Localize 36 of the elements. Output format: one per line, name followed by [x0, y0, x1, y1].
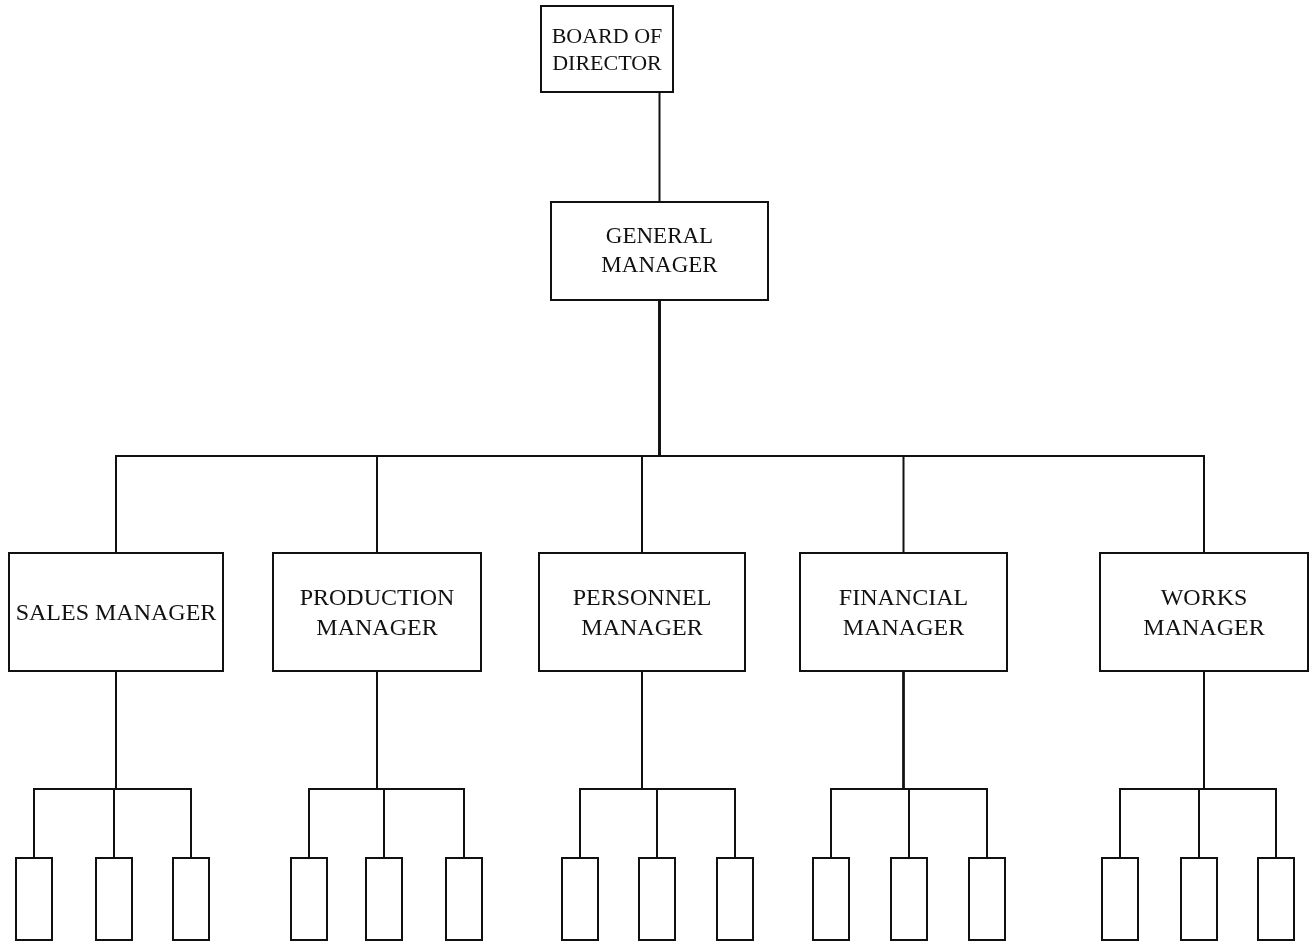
position-title: PRODUCTION MANAGER — [298, 583, 456, 642]
position-box — [540, 5, 674, 93]
position-title: FINANCIAL MANAGER — [837, 583, 970, 642]
empty-box — [445, 857, 483, 941]
position-title: GENERAL MANAGER — [600, 222, 719, 279]
position-box — [272, 552, 482, 672]
empty-box — [638, 857, 676, 941]
position-box — [1099, 552, 1309, 672]
connector-line — [658, 300, 1205, 553]
empty-box — [1180, 857, 1218, 941]
connector-line — [1203, 671, 1277, 858]
empty-box — [1257, 857, 1295, 941]
position-title: SALES MANAGER — [14, 598, 218, 627]
empty-box — [561, 857, 599, 941]
position-title: BOARD OF DIRECTOR — [550, 21, 664, 77]
empty-box — [15, 857, 53, 941]
position-title: PERSONNEL MANAGER — [571, 583, 713, 642]
position-box — [799, 552, 1008, 672]
connector-line — [115, 671, 192, 858]
empty-box — [1101, 857, 1139, 941]
connector-line — [658, 92, 661, 202]
position-box — [538, 552, 746, 672]
position-title: WORKS MANAGER — [1142, 583, 1266, 642]
empty-box — [716, 857, 754, 941]
empty-box — [890, 857, 928, 941]
position-box — [550, 201, 769, 301]
connector-line — [641, 671, 736, 858]
empty-box — [968, 857, 1006, 941]
connector-line — [902, 671, 988, 858]
empty-box — [812, 857, 850, 941]
position-box — [8, 552, 224, 672]
empty-box — [290, 857, 328, 941]
empty-box — [172, 857, 210, 941]
empty-box — [95, 857, 133, 941]
empty-box — [365, 857, 403, 941]
connector-line — [376, 671, 465, 858]
